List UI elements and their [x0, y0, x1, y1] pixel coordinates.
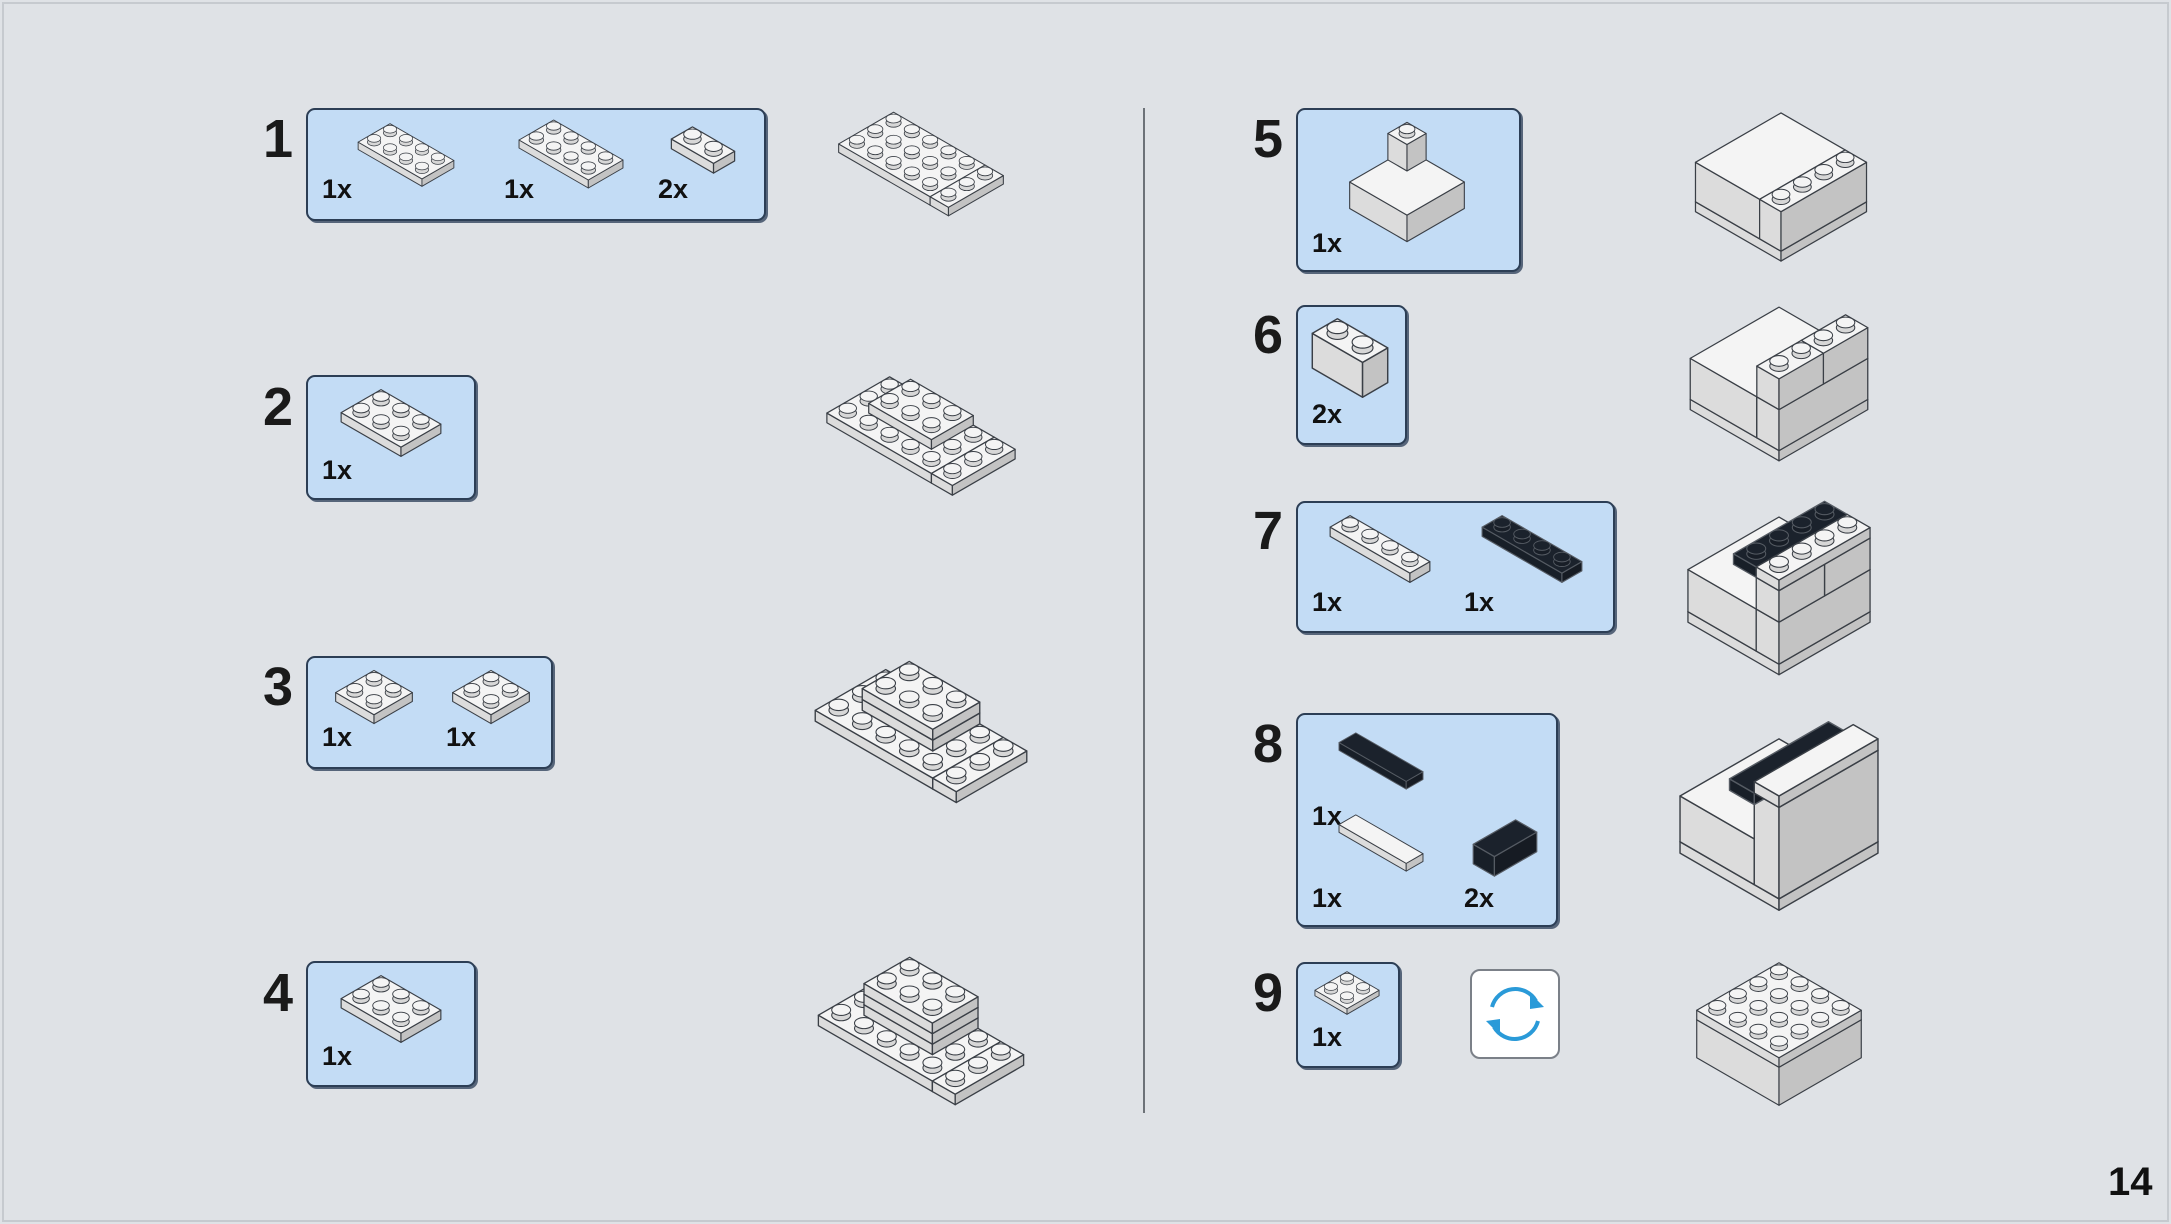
page-number: 14	[2108, 1160, 2153, 1204]
step-3-number: 3	[263, 657, 294, 717]
plate-2x3-part	[316, 971, 466, 1047]
step-8-parts-box: 1x 1x 2x	[1296, 713, 1558, 927]
part-quantity: 2x	[1312, 399, 1343, 429]
step-1-assembly	[796, 108, 1046, 220]
plate-1x4-white-part	[1306, 511, 1454, 587]
step-8-assembly	[1646, 716, 1912, 916]
brick-1x2-part	[1304, 313, 1396, 403]
tile-1x4-black-part	[1306, 729, 1456, 793]
plate-clip-part	[650, 122, 756, 178]
step-9-number: 9	[1253, 963, 1284, 1023]
column-divider	[1143, 108, 1145, 1113]
dish-2x2-part	[1304, 968, 1390, 1018]
tile-1x4-white-part	[1306, 811, 1456, 875]
step-7-number: 7	[1253, 501, 1284, 561]
part-quantity: 1x	[1312, 587, 1343, 617]
part-quantity: 1x	[1312, 228, 1343, 258]
step-6-number: 6	[1253, 305, 1284, 365]
plate-clip-2x2-part	[436, 666, 546, 728]
step-2-number: 2	[263, 377, 294, 437]
step-1-number: 1	[263, 109, 294, 169]
part-quantity: 1x	[1464, 587, 1495, 617]
part-quantity: 1x	[322, 174, 353, 204]
step-6-assembly	[1646, 302, 1912, 466]
step-1-parts-box: 1x 1x 2x	[306, 108, 766, 221]
slope-1x2-black-part	[1460, 815, 1550, 881]
step-4-assembly	[796, 952, 1046, 1110]
wedge-plate-right-part	[496, 116, 646, 192]
step-8-number: 8	[1253, 714, 1284, 774]
part-quantity: 1x	[446, 722, 477, 752]
part-quantity: 1x	[322, 722, 353, 752]
step-4-parts-box: 1x	[306, 961, 476, 1087]
step-7-parts-box: 1x 1x	[1296, 501, 1615, 633]
part-quantity: 1x	[322, 455, 353, 485]
plate-2x3-part	[316, 385, 466, 461]
step-5-assembly	[1650, 108, 1912, 266]
part-quantity: 2x	[658, 174, 689, 204]
wedge-plate-left-part	[316, 120, 496, 190]
step-2-assembly	[796, 372, 1046, 500]
plate-1x4-black-part	[1458, 511, 1606, 587]
step-3-assembly	[796, 656, 1046, 808]
step-4-number: 4	[263, 963, 294, 1023]
rotate-model-icon	[1470, 969, 1560, 1059]
step-3-parts-box: 1x 1x	[306, 656, 553, 769]
step-2-parts-box: 1x	[306, 375, 476, 500]
part-quantity: 1x	[1312, 883, 1343, 913]
slope-wedge-part	[1304, 118, 1510, 246]
step-5-parts-box: 1x	[1296, 108, 1521, 272]
step-5-number: 5	[1253, 109, 1284, 169]
part-quantity: 2x	[1464, 883, 1495, 913]
step-6-parts-box: 2x	[1296, 305, 1407, 445]
part-quantity: 1x	[1312, 801, 1343, 831]
part-quantity: 1x	[504, 174, 535, 204]
part-quantity: 1x	[322, 1041, 353, 1071]
step-9-assembly	[1646, 958, 1912, 1110]
plate-2x2-part	[314, 666, 434, 728]
step-9-parts-box: 1x	[1296, 962, 1400, 1068]
step-7-assembly	[1646, 496, 1912, 680]
part-quantity: 1x	[1312, 1022, 1343, 1052]
